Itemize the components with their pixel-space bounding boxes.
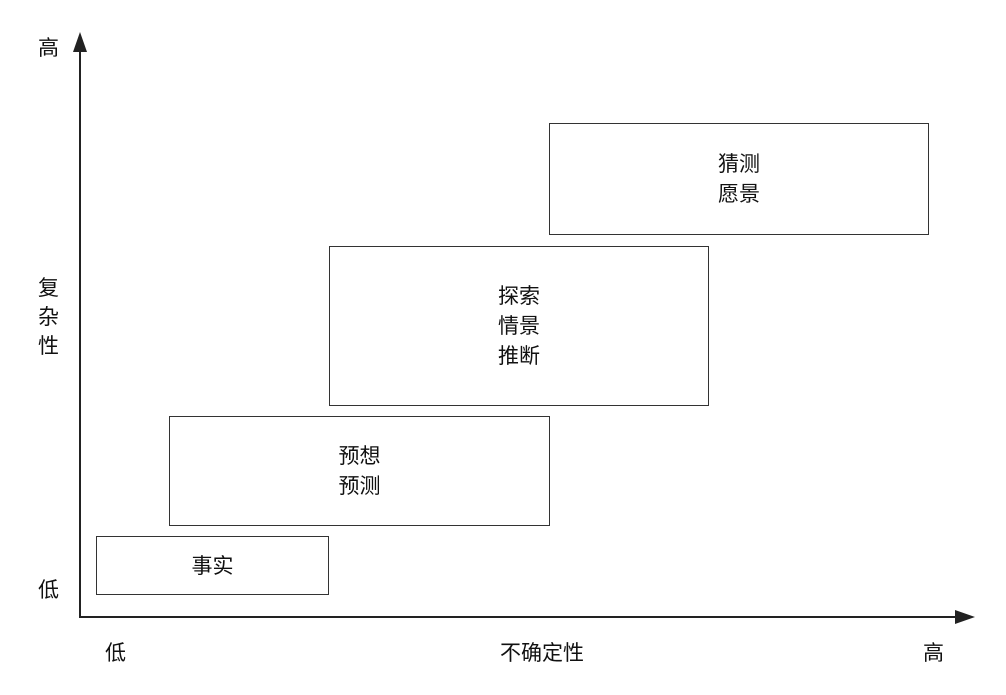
x-axis-title: 不确定性 [500, 641, 584, 665]
box-visions: 猜测 愿景 [549, 123, 929, 235]
box-visions-line-1: 猜测 [718, 152, 760, 176]
box-forecasts: 预想 预测 [169, 416, 550, 526]
y-axis-arrow-icon [73, 32, 87, 52]
y-axis-low-label: 低 [38, 578, 59, 602]
x-axis-high-label: 高 [923, 641, 944, 665]
box-forecasts-line-2: 预测 [338, 474, 381, 498]
box-scenarios-line-2: 情景 [498, 314, 540, 338]
x-axis-low-label: 低 [105, 641, 126, 665]
x-axis-line [80, 616, 960, 618]
box-visions-line-2: 愿景 [718, 182, 760, 206]
box-scenarios-line-1: 探索 [498, 284, 540, 308]
box-scenarios: 探索 情景 推断 [329, 246, 709, 406]
y-axis-high-label: 高 [38, 36, 59, 60]
box-facts: 事实 [96, 536, 329, 595]
y-axis-title: 复杂性 [38, 276, 59, 358]
box-facts-line-1: 事实 [191, 553, 234, 578]
box-forecasts-line-1: 预想 [338, 444, 381, 468]
y-axis-line [79, 48, 81, 618]
x-axis-arrow-icon [955, 610, 975, 624]
box-scenarios-line-3: 推断 [498, 344, 540, 368]
